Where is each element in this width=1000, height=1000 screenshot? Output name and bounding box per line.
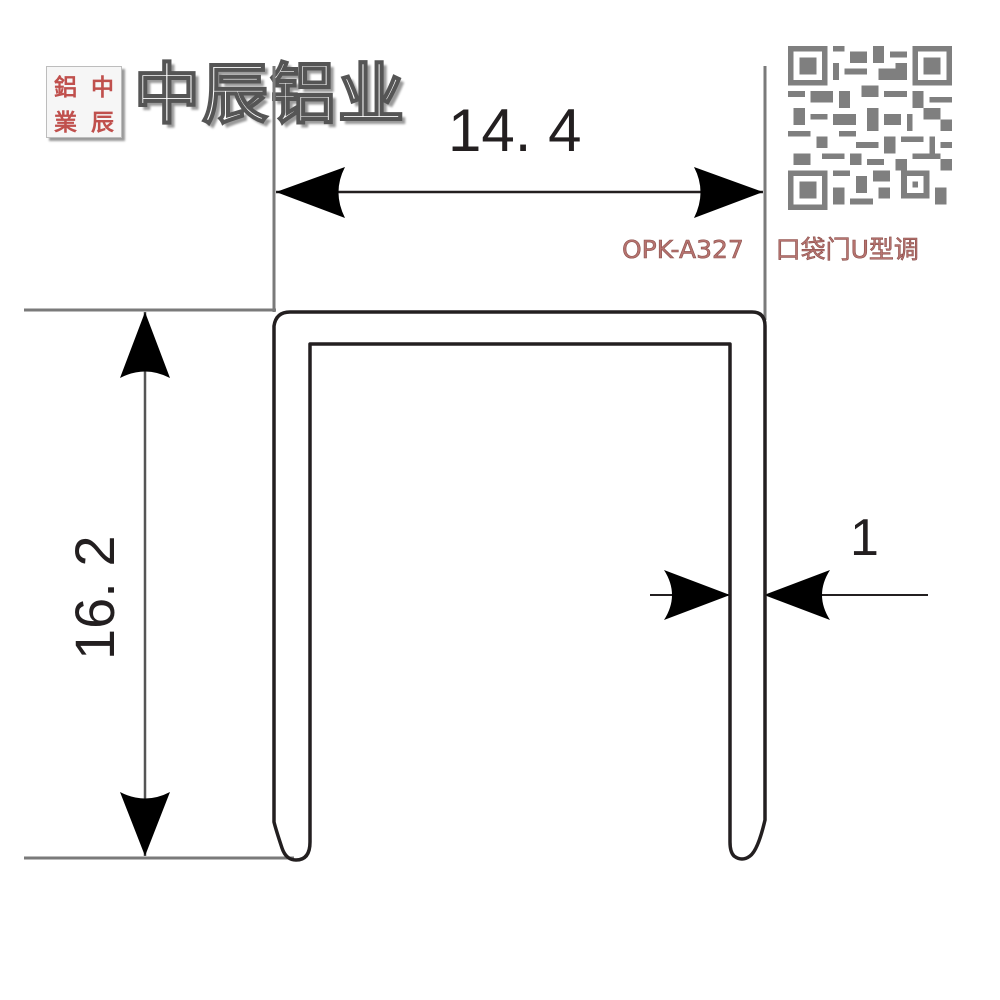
seal-char: 中 (91, 73, 114, 101)
thickness-dimension-label: 1 (850, 509, 879, 567)
product-model-label: OPK-A327 口袋门U型调 (622, 230, 920, 266)
arrow-left-icon (764, 570, 830, 620)
arrow-left-icon (276, 167, 345, 218)
seal-char: 鋁 (54, 73, 77, 101)
arrow-down-icon (120, 792, 170, 856)
brand-name: 中辰铝业 (133, 56, 406, 133)
width-dimension-label: 14. 4 (448, 97, 582, 164)
extension-lines (24, 66, 767, 860)
arrow-right-icon (664, 570, 730, 620)
height-dimension-label: 16. 2 (63, 535, 126, 660)
arrow-right-icon (694, 167, 763, 218)
width-dimension-line (276, 167, 763, 218)
height-dimension-line (120, 312, 170, 856)
product-description: 口袋门U型调 (775, 235, 919, 265)
height-dimension-label-wrapper: 16. 2 (62, 535, 127, 660)
arrow-up-icon (120, 312, 170, 378)
qr-code-icon[interactable] (788, 46, 952, 210)
u-channel-profile (272, 310, 767, 862)
seal-char: 業 (54, 108, 77, 136)
thickness-dimension (650, 570, 928, 620)
company-seal-logo: 鋁 中 業 辰 (46, 66, 122, 138)
seal-char: 辰 (91, 108, 114, 136)
model-code: OPK-A327 (622, 235, 744, 265)
